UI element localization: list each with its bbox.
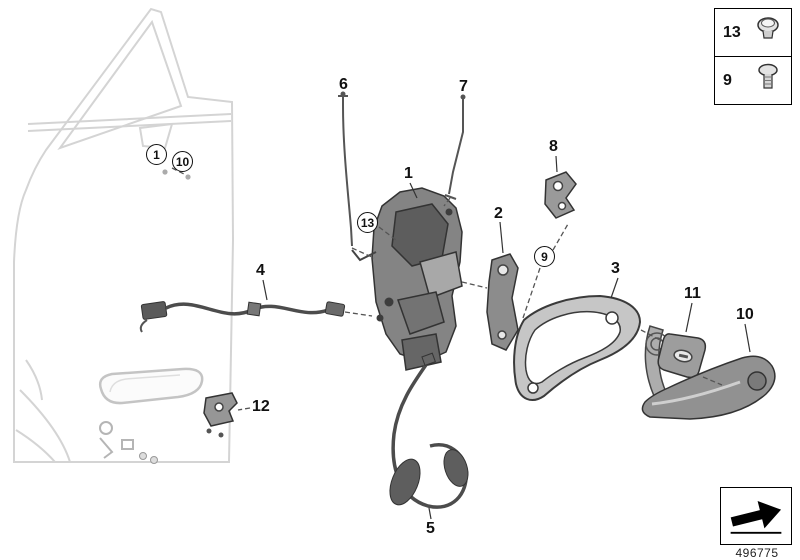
callout-circle-10[interactable]: 10 xyxy=(172,151,193,172)
callout-6[interactable]: 6 xyxy=(339,76,348,93)
callout-12[interactable]: 12 xyxy=(252,398,270,415)
legend-number-13[interactable]: 13 xyxy=(723,23,741,41)
part-8-striker-bracket xyxy=(544,171,577,219)
callout-8[interactable]: 8 xyxy=(549,138,558,155)
part-2-lock-bracket xyxy=(486,253,519,351)
dome-screw-icon xyxy=(751,13,785,52)
callout-10[interactable]: 10 xyxy=(736,306,754,323)
callout-11[interactable]: 11 xyxy=(684,285,701,302)
part-1-door-lock xyxy=(351,187,463,371)
legend-row-9: 9 xyxy=(715,56,791,104)
leader-lines xyxy=(262,155,751,520)
callout-circle-1[interactable]: 1 xyxy=(146,144,167,165)
callout-2[interactable]: 2 xyxy=(494,205,503,222)
callout-5[interactable]: 5 xyxy=(426,520,435,537)
part-number: 496775 xyxy=(735,546,779,560)
interior-handle xyxy=(98,367,204,464)
direction-arrow-box xyxy=(720,487,792,545)
part-12-bracket xyxy=(203,392,238,438)
part-3-handle-carrier xyxy=(513,294,642,401)
part-4-cable xyxy=(139,301,346,333)
part-11-cylinder-cover xyxy=(657,333,707,379)
direction-arrow-icon xyxy=(725,490,787,543)
callout-3[interactable]: 3 xyxy=(611,260,620,277)
part-6-lock-rod xyxy=(338,91,353,247)
pan-screw-icon xyxy=(751,61,785,100)
legend-row-13: 13 xyxy=(715,9,791,56)
callout-4[interactable]: 4 xyxy=(256,262,265,279)
callout-1[interactable]: 1 xyxy=(404,165,413,182)
legend-number-9[interactable]: 9 xyxy=(723,71,732,89)
callout-circle-9[interactable]: 9 xyxy=(534,246,555,267)
fastener-legend: 13 9 xyxy=(714,8,792,105)
callout-circle-13[interactable]: 13 xyxy=(357,212,378,233)
part-5-bowden-cable xyxy=(389,352,469,509)
part-10-outer-door-handle xyxy=(641,355,776,420)
part-7-lock-rod xyxy=(444,94,466,200)
callout-7[interactable]: 7 xyxy=(459,78,468,95)
